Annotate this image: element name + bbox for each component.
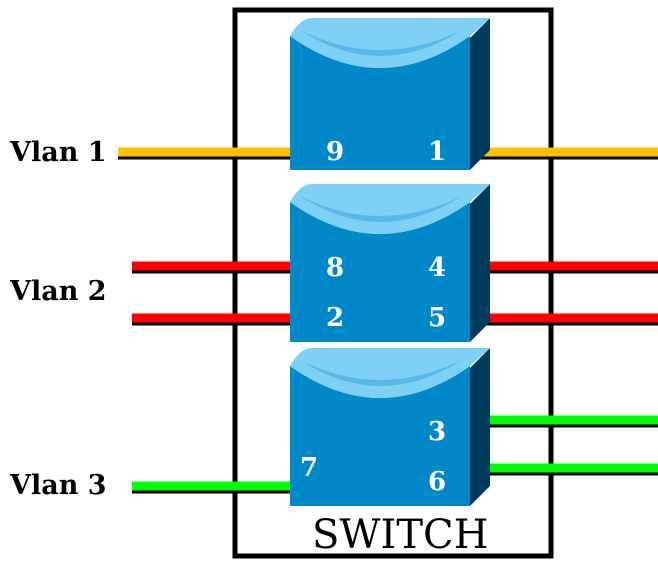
port-9: 9 [326, 137, 344, 167]
module-3-top-inner [300, 360, 462, 386]
switch-frame [232, 7, 554, 559]
vlan-1-lines [118, 147, 658, 160]
switch-module-3: 7 3 6 [290, 348, 490, 506]
module-1-top [290, 18, 490, 68]
module-2-front [290, 202, 470, 342]
module-1-front [290, 36, 470, 170]
vlan-3-lines [132, 415, 658, 494]
switch-module-2: 8 2 4 5 [290, 184, 490, 342]
vlan-2-label: Vlan 2 [9, 276, 107, 307]
vlan-1-label: Vlan 1 [9, 137, 107, 168]
port-1: 1 [428, 137, 446, 167]
module-1-top-inner [300, 30, 462, 56]
module-3-side [470, 348, 490, 506]
port-8: 8 [326, 253, 344, 283]
port-4: 4 [428, 253, 446, 283]
port-6: 6 [428, 467, 446, 497]
module-2-side [470, 184, 490, 342]
switch-module-1: 9 1 [290, 18, 490, 170]
module-3-top [290, 348, 490, 398]
port-2: 2 [326, 303, 344, 333]
vlan-3-label: Vlan 3 [9, 470, 107, 501]
switch-label: SWITCH [312, 512, 488, 558]
module-1-side [470, 18, 490, 170]
port-5: 5 [428, 303, 446, 333]
port-7: 7 [300, 453, 318, 483]
port-3: 3 [428, 417, 446, 447]
module-2-top-inner [300, 196, 462, 222]
module-3-front [290, 366, 470, 506]
vlan-2-lines [132, 261, 658, 326]
module-2-top [290, 184, 490, 234]
